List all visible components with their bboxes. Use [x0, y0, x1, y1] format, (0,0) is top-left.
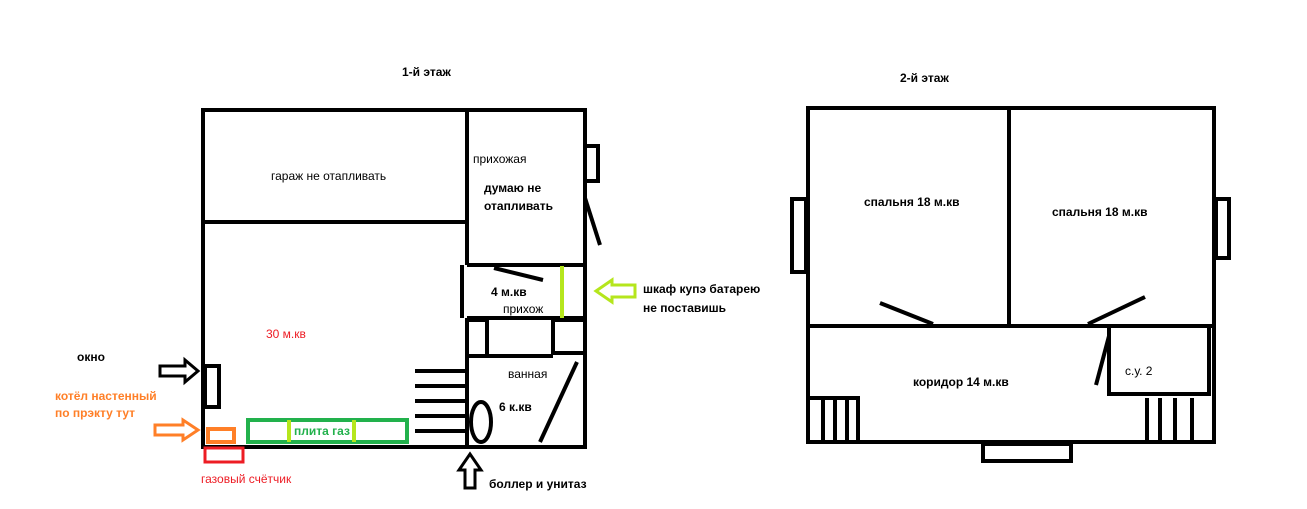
- door-swing: [538, 361, 579, 443]
- bathroom-label: ванная: [508, 367, 547, 381]
- window: [583, 144, 600, 183]
- bedroom-left-label: спальня 18 м.кв: [864, 195, 959, 209]
- corridor-label: коридор 14 м.кв: [913, 375, 1009, 389]
- garage-label: гараж не отапливать: [271, 169, 386, 183]
- wardrobe-arrow: [593, 277, 637, 305]
- bathroom-area: 6 к.кв: [499, 400, 532, 414]
- gas-meter-label: газовый счётчик: [201, 472, 292, 486]
- wc-room: [1107, 324, 1211, 396]
- door-swing: [583, 197, 602, 246]
- small-room-area: 4 м.кв: [491, 285, 527, 299]
- hall-note-line2: отапливать: [484, 199, 553, 213]
- toilet: [469, 400, 493, 444]
- boiler: [206, 427, 236, 444]
- door-stub-left: [465, 318, 489, 358]
- floor1-title: 1-й этаж: [402, 65, 451, 79]
- gas-meter: [203, 446, 245, 464]
- stove: [246, 418, 409, 444]
- hall-note-line1: думаю не: [484, 181, 542, 195]
- wc-label: с.у. 2: [1125, 364, 1153, 378]
- window: [1214, 197, 1231, 260]
- wardrobe-note-line1: шкаф купэ батарею: [643, 282, 760, 296]
- floor1-plan: [201, 108, 602, 449]
- floor2-plan: [790, 106, 1231, 463]
- floor2-title: 2-й этаж: [900, 71, 949, 85]
- window: [981, 442, 1073, 463]
- door-swing: [1087, 295, 1146, 326]
- boiler-toilet-arrow: [456, 451, 484, 490]
- window: [790, 197, 808, 274]
- floor1-outer-wall: [201, 108, 587, 449]
- door-swing: [879, 301, 934, 326]
- boiler-arrow: [153, 417, 201, 443]
- window-arrow: [158, 356, 201, 386]
- hall-label: прихожая: [473, 152, 526, 166]
- window-label: окно: [77, 350, 105, 364]
- main-room-area: 30 м.кв: [266, 327, 306, 341]
- boiler-note-line1: котёл настенный: [55, 389, 157, 403]
- small-hall-label: прихож: [503, 302, 543, 316]
- stove-label: плита газ: [294, 424, 350, 438]
- door-swing: [1094, 335, 1111, 386]
- boiler-note-line2: по прэкту тут: [55, 406, 135, 420]
- door-stub-right: [551, 318, 587, 355]
- boiler-toilet-label: боллер и унитаз: [489, 477, 587, 491]
- wardrobe-note-line2: не поставишь: [643, 301, 726, 315]
- window: [203, 364, 221, 409]
- bedroom-right-label: спальня 18 м.кв: [1052, 205, 1147, 219]
- door-swing: [493, 266, 544, 282]
